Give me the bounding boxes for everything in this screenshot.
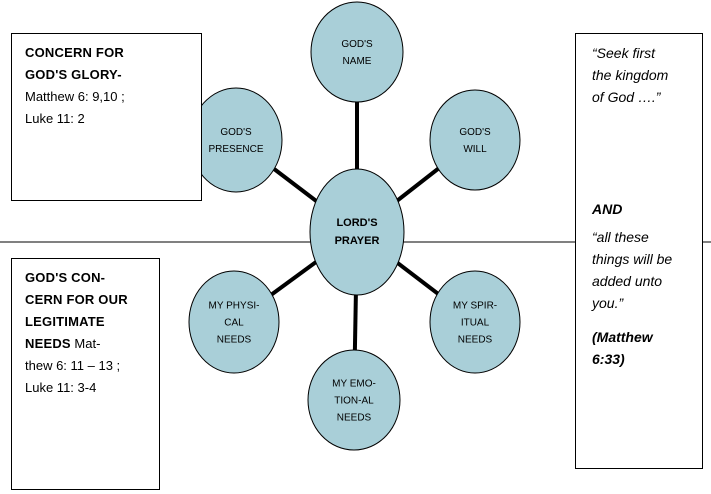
legitimate-needs-box: GOD'S CON- CERN FOR OUR LEGITIMATE NEEDS… (11, 258, 160, 490)
petal-gods-name-label-line-1: GOD'S (341, 39, 373, 50)
needs-heading-line-1: GOD'S CON- (25, 270, 106, 285)
seek-first-quote-box: “Seek first the kingdom of God ….” AND “… (575, 33, 703, 469)
glory-reference-line-2: Luke 11: 2 (25, 111, 85, 126)
center-node: LORD'S PRAYER (309, 168, 405, 296)
quote2-line-4: you.” (592, 295, 624, 311)
petal-my-spiritual-needs-label-line-3: NEEDS (458, 335, 493, 346)
petal-my-physical-needs-label-line-2: CAL (224, 318, 244, 329)
needs-heading-bold-part: NEEDS (25, 336, 71, 351)
reference-line-2: 6:33) (592, 351, 625, 367)
petal-my-emotional-needs-label-line-3: NEEDS (337, 413, 372, 424)
quote1-line-1: “Seek first (592, 45, 656, 61)
quote2-line-3: added unto (592, 273, 663, 289)
petal-ellipse-my-emotional-needs (307, 349, 401, 451)
petal-ellipse-gods-presence (189, 87, 283, 193)
petal-my-spiritual-needs: MY SPIR- ITUAL NEEDS (429, 270, 521, 374)
quote1-line-2: the kingdom (592, 67, 669, 83)
and-label: AND (592, 201, 623, 217)
glory-heading-line-2: GOD'S GLORY- (25, 67, 122, 82)
petal-my-emotional-needs-label-line-1: MY EMO- (332, 379, 376, 390)
quote1-line-3: of God ….” (592, 89, 661, 105)
needs-heading-line-4: NEEDS Mat- (25, 333, 155, 355)
petal-gods-name-label-line-2: NAME (343, 56, 372, 67)
petal-gods-presence-label-line-2: PRESENCE (208, 144, 263, 155)
petal-ellipse-gods-will (429, 89, 521, 191)
petal-ellipse-my-spiritual-needs (429, 270, 521, 374)
needs-reference-line-2: Luke 11: 3-4 (25, 380, 97, 395)
petal-my-emotional-needs: MY EMO- TION-AL NEEDS (307, 349, 401, 451)
quote2-line-2: things will be (592, 251, 673, 267)
petal-my-spiritual-needs-label-line-1: MY SPIR- (453, 301, 497, 312)
reference-line-1: (Matthew (592, 329, 653, 345)
petal-ellipse-my-physical-needs (188, 270, 280, 374)
petal-ellipse-gods-name (310, 1, 404, 103)
petal-gods-presence: GOD'S PRESENCE (189, 87, 283, 193)
quote2-line-1: “all these (592, 229, 649, 245)
needs-reference-line-1: thew 6: 11 – 13 ; (25, 358, 121, 373)
petal-my-physical-needs-label-line-1: MY PHYSI- (209, 301, 260, 312)
petal-gods-presence-label-line-1: GOD'S (220, 127, 252, 138)
concern-for-gods-glory-box: CONCERN FOR GOD'S GLORY- Matthew 6: 9,10… (11, 33, 202, 201)
needs-heading-normal-part: Mat- (70, 336, 101, 351)
petal-gods-will-label-line-2: WILL (463, 144, 487, 155)
petal-gods-will-label-line-1: GOD'S (459, 127, 491, 138)
glory-reference-line-1: Matthew 6: 9,10 ; (25, 89, 125, 104)
petal-my-emotional-needs-label-line-2: TION-AL (334, 396, 374, 407)
center-label-line-2: PRAYER (335, 235, 380, 247)
petal-gods-will: GOD'S WILL (429, 89, 521, 191)
petal-gods-name: GOD'S NAME (310, 1, 404, 103)
center-label-line-1: LORD'S (336, 217, 377, 229)
needs-heading-line-2: CERN FOR OUR (25, 292, 128, 307)
glory-heading-line-1: CONCERN FOR (25, 45, 124, 60)
petal-my-physical-needs: MY PHYSI- CAL NEEDS (188, 270, 280, 374)
petal-my-spiritual-needs-label-line-2: ITUAL (461, 318, 490, 329)
needs-heading-line-3: LEGITIMATE (25, 314, 105, 329)
center-ellipse (309, 168, 405, 296)
petal-my-physical-needs-label-line-3: NEEDS (217, 335, 252, 346)
